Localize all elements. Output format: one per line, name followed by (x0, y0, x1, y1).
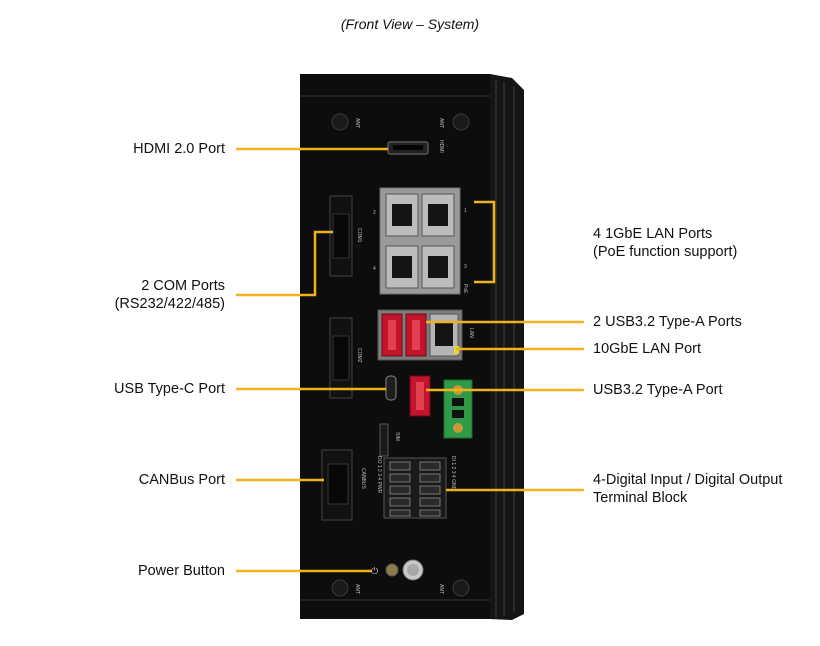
antenna-hole-bottom-left (331, 579, 349, 597)
label-power-button: Power Button (137, 563, 225, 579)
leader-lan4 (474, 200, 496, 284)
antenna-hole-bottom-right (452, 579, 470, 597)
lan-number-2: 2 (373, 210, 376, 216)
label-dio-terminal: 4-Digital Input / Digital Output Termina… (593, 472, 783, 506)
lan-number-3: 3 (464, 264, 467, 270)
ant-label-bottom-left: ANT (354, 584, 360, 594)
lan-port-4 (421, 245, 455, 289)
hdmi-marking: HDMI (438, 140, 444, 153)
usb-a-port-single (409, 375, 431, 417)
sim-marking: SIM (394, 432, 400, 441)
dio-terminal-block (383, 457, 447, 519)
lan-number-1: 1 (464, 208, 467, 214)
power-button (385, 559, 424, 581)
label-com-ports: 2 COM Ports (RS232/422/485) (114, 278, 225, 312)
ant-label-top-right: ANT (438, 118, 444, 128)
com2-marking: COM2 (356, 348, 362, 363)
usb-c-port (385, 375, 397, 401)
poe-marking: PoE (462, 284, 468, 294)
chassis-side-fins (490, 74, 524, 620)
dio-right-marking: DI 1 2 3 4 GND (450, 456, 456, 491)
label-lan-4port: 4 1GbE LAN Ports (PoE function support) (593, 226, 738, 260)
label-usb-c: USB Type-C Port (114, 381, 225, 397)
lan-port-1 (385, 193, 419, 237)
label-usb-1port: USB3.2 Type-A Port (593, 382, 723, 398)
dc-terminal (443, 379, 473, 439)
label-canbus: CANBus Port (138, 472, 225, 488)
com1-marking: COM1 (356, 228, 362, 243)
canbus-port (321, 449, 353, 521)
label-usb-2port: 2 USB3.2 Type-A Ports (593, 314, 742, 330)
usb-a-port-2 (405, 313, 427, 357)
label-hdmi: HDMI 2.0 Port (133, 141, 225, 157)
lan-marking: LAN (468, 328, 474, 338)
lan-number-4: 4 (373, 266, 376, 272)
usb-a-port-1 (381, 313, 403, 357)
power-icon: ⏻ (371, 566, 378, 577)
lan-port-2 (421, 193, 455, 237)
leader-com (236, 230, 333, 297)
sim-slot (379, 423, 389, 457)
ant-label-bottom-right: ANT (438, 584, 444, 594)
dio-left-marking: DO 1 2 3 4 PWR (376, 456, 382, 494)
antenna-hole-top-left (331, 113, 349, 131)
label-lan-10gbe: 10GbE LAN Port (593, 341, 701, 357)
canbus-marking: CANBUS (360, 468, 366, 490)
com1-port (329, 195, 353, 277)
ant-label-top-left: ANT (354, 118, 360, 128)
antenna-hole-top-right (452, 113, 470, 131)
lan-port-3 (385, 245, 419, 289)
figure-caption: (Front View – System) (340, 16, 480, 32)
com2-port (329, 317, 353, 399)
lan-10gbe-port (429, 313, 459, 357)
